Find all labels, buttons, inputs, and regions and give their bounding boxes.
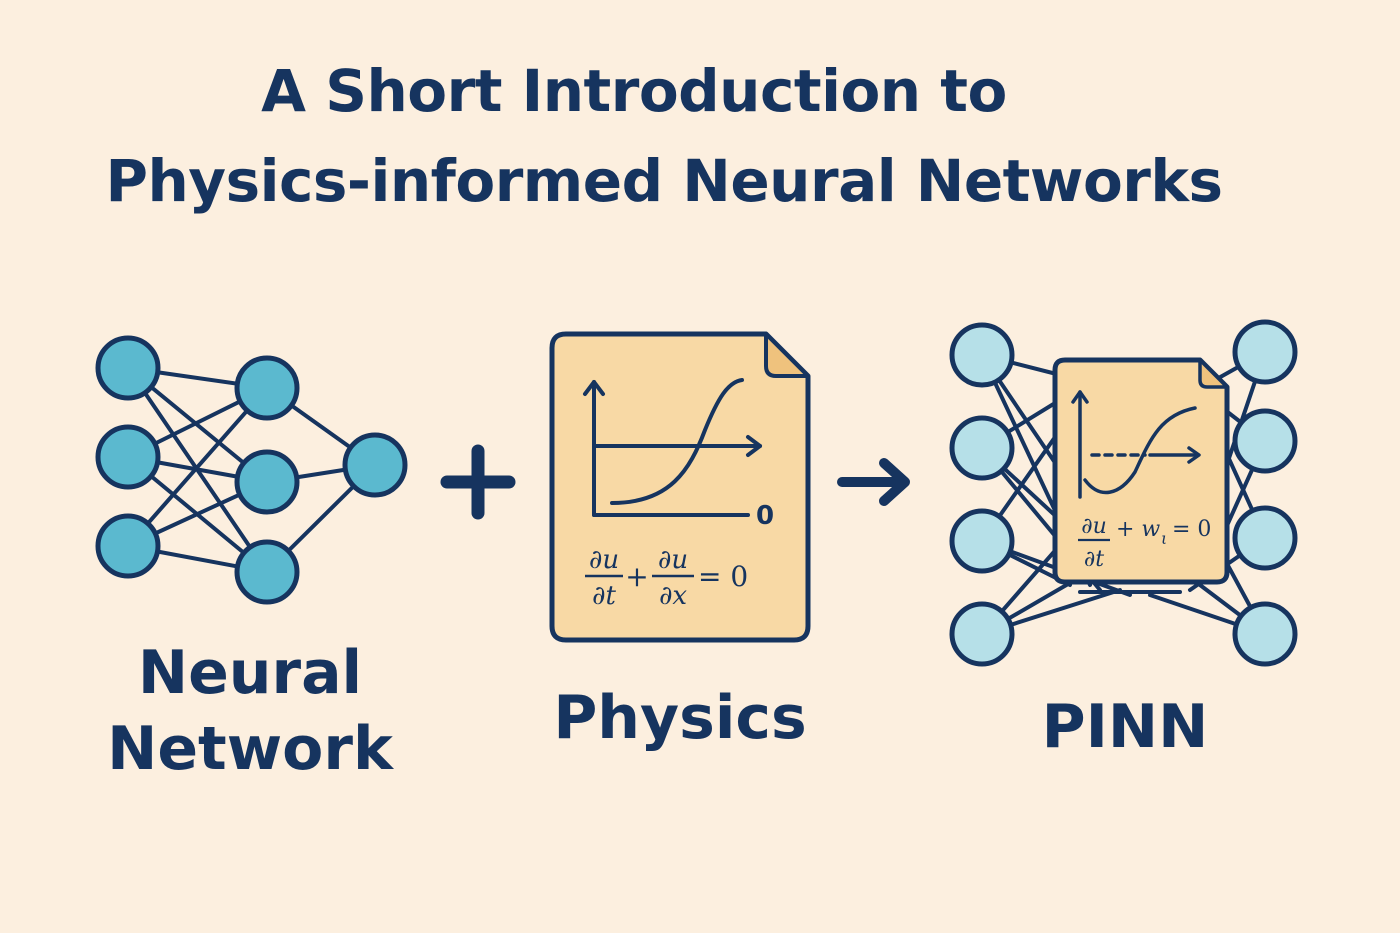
- title-line-2: Physics-informed Neural Networks: [105, 147, 1223, 215]
- physics-document: 0 ∂u ∂t + ∂u ∂x = 0: [549, 331, 811, 643]
- physics-eq-rhs: = 0: [698, 560, 748, 593]
- arrow-operator: [837, 458, 910, 506]
- nn-hidden-node-1: [234, 355, 300, 421]
- neural-network-graphic: [95, 335, 408, 605]
- pinn-right-node-1: [1232, 319, 1298, 385]
- physics-eq-term1-den: ∂t: [592, 581, 616, 611]
- pinn-right-node-4: [1232, 601, 1298, 667]
- pinn-label: PINN: [1041, 692, 1209, 762]
- pinn-left-node-4: [949, 601, 1015, 667]
- pinn-right-node-2: [1232, 408, 1298, 474]
- pinn-eq-subscript: ι: [1161, 529, 1167, 548]
- pinn-document: ∂u ∂t + w ι = 0: [1052, 357, 1230, 585]
- pinn-eq-term1-den: ∂t: [1084, 547, 1104, 572]
- pinn-left-node-3: [949, 508, 1015, 574]
- pinn-eq-rhs: = 0: [1172, 517, 1211, 542]
- pinn-graphic: ∂u ∂t + w ι = 0: [949, 319, 1298, 667]
- nn-nodes: [95, 335, 408, 605]
- nn-input-node-2: [95, 424, 161, 490]
- nn-hidden-node-3: [234, 539, 300, 605]
- physics-eq-term2-num: ∂u: [658, 545, 688, 575]
- pinn-eq-rest: + w: [1116, 517, 1160, 542]
- physics-paper-fold: [764, 332, 810, 378]
- physics-eq-term1-num: ∂u: [589, 545, 619, 575]
- pinn-left-node-2: [949, 415, 1015, 481]
- pinn-paper-fold: [1198, 358, 1229, 389]
- nn-hidden-node-2: [234, 449, 300, 515]
- nn-input-node-1: [95, 335, 161, 401]
- nn-output-node: [342, 432, 408, 498]
- physics-plot: [583, 378, 762, 517]
- physics-eq-plus: +: [625, 560, 648, 593]
- neural-network-label-line-2: Network: [107, 714, 393, 784]
- pinn-plot: [1071, 390, 1201, 499]
- physics-label: Physics: [553, 683, 807, 753]
- pinn-paper: [1052, 357, 1230, 585]
- physics-axis-origin-label: 0: [756, 501, 774, 531]
- pinn-right-node-3: [1232, 505, 1298, 571]
- neural-network-label-line-1: Neural: [137, 638, 363, 708]
- physics-eq-term2-den: ∂x: [659, 581, 687, 611]
- pinn-nodes: [949, 319, 1298, 667]
- nn-input-node-3: [95, 513, 161, 579]
- neural-network-label: Neural Network: [90, 635, 410, 787]
- title-line-1: A Short Introduction to: [261, 57, 1007, 125]
- physics-equation: ∂u ∂t + ∂u ∂x = 0: [585, 545, 748, 611]
- pinn-left-node-1: [949, 322, 1015, 388]
- pinn-equation: ∂u ∂t + w ι = 0: [1078, 514, 1211, 572]
- plus-operator: [440, 444, 516, 520]
- physics-paper: [549, 331, 811, 643]
- pinn-eq-term1-num: ∂u: [1081, 514, 1107, 539]
